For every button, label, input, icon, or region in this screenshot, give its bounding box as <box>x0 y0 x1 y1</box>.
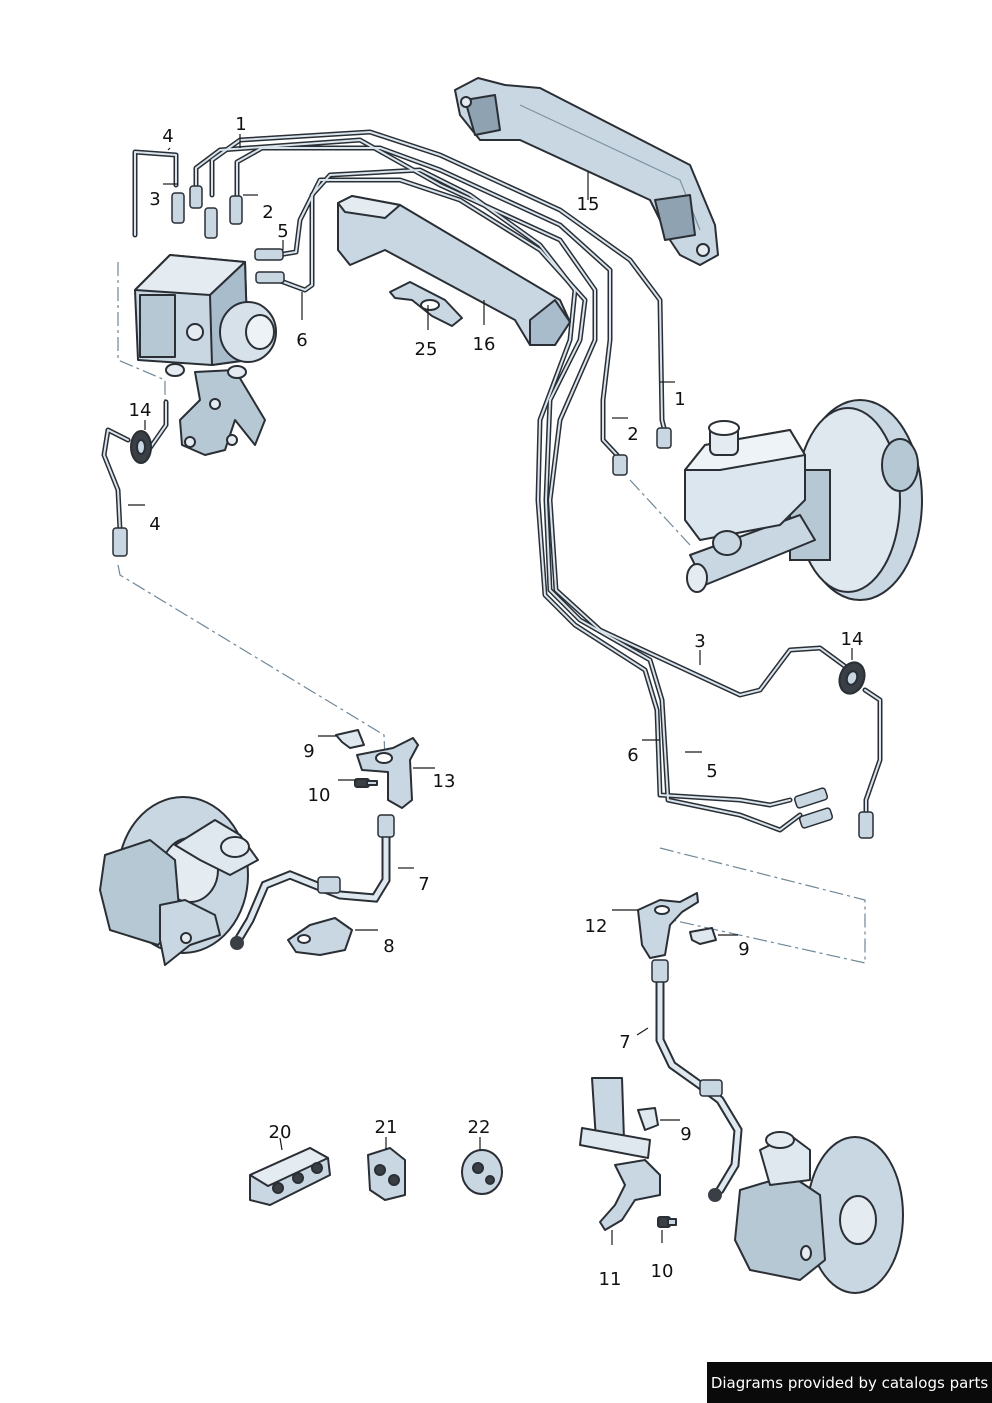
callout-22: 22 <box>468 1117 491 1138</box>
callout-5-top: 5 <box>277 221 288 242</box>
credit-banner: Diagrams provided by catalogs parts <box>707 1362 992 1403</box>
callout-16: 16 <box>473 334 496 355</box>
hose-retaining-plate <box>287 917 353 956</box>
front-hose-bracket <box>335 729 419 809</box>
master-cylinder <box>684 420 816 593</box>
abs-hydraulic-unit <box>134 254 277 456</box>
front-caliper-disc <box>99 796 259 966</box>
callout-9-rear-bracket: 9 <box>738 939 749 960</box>
callout-25: 25 <box>415 339 438 360</box>
grommet <box>130 430 866 695</box>
callout-2-top: 2 <box>262 202 273 223</box>
callout-5-rear: 5 <box>706 761 717 782</box>
callout-6-top: 6 <box>296 330 307 351</box>
pipe-fittings <box>112 185 874 839</box>
callout-15: 15 <box>577 194 600 215</box>
callout-7-rear: 7 <box>619 1032 630 1053</box>
rear-strut-bracket <box>579 1077 677 1231</box>
callout-13: 13 <box>433 771 456 792</box>
callout-2-master: 2 <box>627 424 638 445</box>
callout-11: 11 <box>599 1269 622 1290</box>
callout-1-master: 1 <box>674 389 685 410</box>
pipe-holder-triple <box>249 1147 331 1206</box>
rear-caliper-disc <box>734 1131 904 1294</box>
callout-20: 20 <box>269 1122 292 1143</box>
callout-9-rear-strut: 9 <box>680 1124 691 1145</box>
front-brake-hose <box>230 814 395 950</box>
callout-8: 8 <box>383 936 394 957</box>
callout-4-top: 4 <box>162 126 173 147</box>
pipe-clip-rail <box>454 77 719 266</box>
brake-booster <box>789 399 923 601</box>
rear-brake-hose <box>651 959 743 1202</box>
callout-12: 12 <box>585 916 608 937</box>
leader-lines <box>128 134 853 1245</box>
callout-1-top: 1 <box>235 114 246 135</box>
callout-14-front: 14 <box>129 400 152 421</box>
pipe-grommet-round <box>461 1149 503 1195</box>
callout-9-front: 9 <box>303 741 314 762</box>
callout-3-rear: 3 <box>694 631 705 652</box>
callout-10-front: 10 <box>308 785 331 806</box>
callout-6-rear: 6 <box>627 745 638 766</box>
pipe-holder-double <box>367 1147 406 1201</box>
rear-hose-bracket <box>637 892 717 959</box>
callout-21: 21 <box>375 1117 398 1138</box>
holder-bar <box>337 195 571 346</box>
callout-3-top: 3 <box>149 189 160 210</box>
callout-4-front: 4 <box>149 514 160 535</box>
callout-10-rear: 10 <box>651 1261 674 1282</box>
callout-7-front: 7 <box>418 874 429 895</box>
callout-14-rear: 14 <box>841 629 864 650</box>
assembly-guide-lines <box>117 262 866 964</box>
small-clip <box>389 281 463 327</box>
brake-pipes <box>101 129 883 833</box>
